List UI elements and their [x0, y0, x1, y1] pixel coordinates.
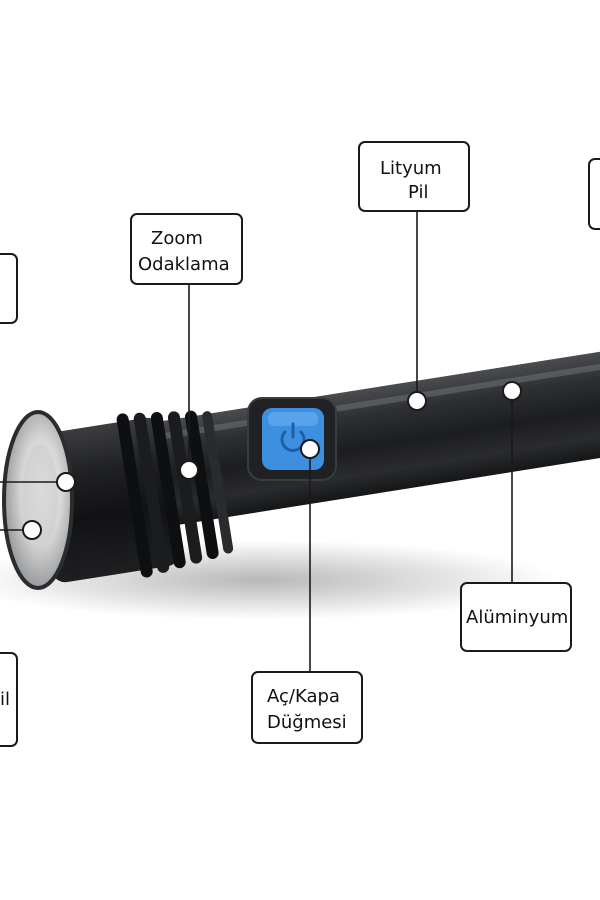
dot-lens [56, 472, 76, 492]
label-lithium-battery: Lityum Pil [358, 141, 470, 212]
label-cut-left-bottom-line1: il [0, 689, 11, 710]
label-cut-right-top [588, 158, 600, 230]
dot-led [22, 520, 42, 540]
label-power-line1: Aç/Kapa [267, 686, 340, 707]
label-zoom-line1: Zoom [151, 228, 203, 249]
label-power-button: Aç/Kapa Düğmesi [251, 671, 363, 744]
power-icon [280, 422, 306, 452]
dot-aluminium [502, 381, 522, 401]
label-lithium-line2: Pil [408, 182, 429, 203]
label-zoom-focus: Zoom Odaklama [130, 213, 243, 285]
label-aluminium-line1: Alüminyum [466, 607, 569, 628]
label-cut-left-bottom: il [0, 652, 18, 747]
dot-lithium [407, 391, 427, 411]
dot-power [300, 439, 320, 459]
dot-zoom [179, 460, 199, 480]
label-aluminium: Alüminyum [460, 582, 572, 652]
label-zoom-line2: Odaklama [138, 254, 230, 275]
zoom-rings [116, 410, 234, 578]
label-power-line2: Düğmesi [267, 712, 347, 733]
power-button[interactable] [247, 397, 337, 481]
anchor-dots [22, 381, 522, 540]
label-cut-left-top [0, 253, 18, 324]
label-lithium-line1: Lityum [380, 158, 442, 179]
